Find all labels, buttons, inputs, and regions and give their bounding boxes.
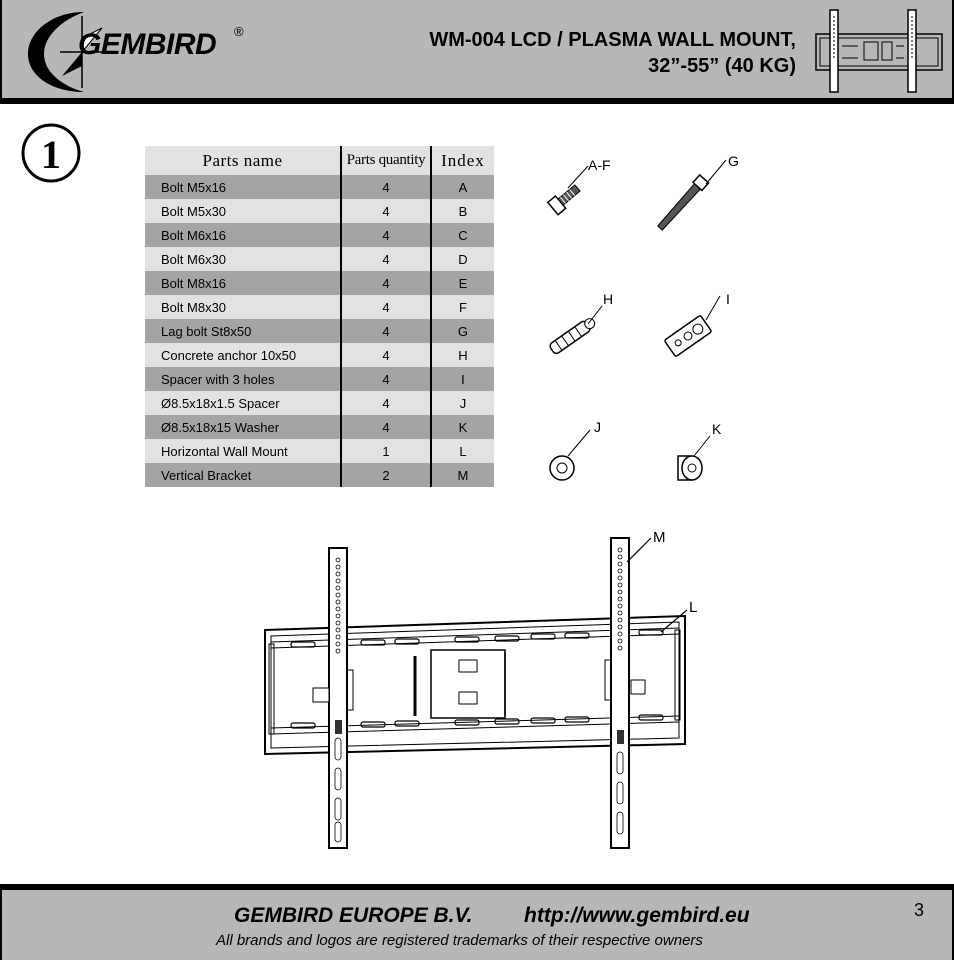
part-name: Lag bolt St8x50: [145, 319, 342, 343]
part-qty: 4: [340, 367, 432, 391]
label-af: A-F: [588, 157, 611, 173]
registered-mark: ®: [234, 24, 244, 39]
wall-mount-thumbnail-icon: [815, 9, 943, 93]
header-index: Index: [430, 146, 494, 175]
part-name: Spacer with 3 holes: [145, 367, 342, 391]
lag-bolt-g-icon: [657, 159, 727, 231]
part-index: F: [430, 295, 494, 319]
part-qty: 4: [340, 271, 432, 295]
part-index: K: [430, 415, 494, 439]
part-qty: 4: [340, 391, 432, 415]
document-title: WM-004 LCD / PLASMA WALL MOUNT, 32”-55” …: [429, 27, 796, 79]
part-name: Bolt M8x16: [145, 271, 342, 295]
page-footer: GEMBIRD EUROPE B.V. http://www.gembird.e…: [0, 884, 954, 960]
part-qty: 4: [340, 175, 432, 199]
label-g: G: [728, 153, 739, 169]
part-qty: 4: [340, 247, 432, 271]
part-name: Bolt M8x30: [145, 295, 342, 319]
header-parts-name: Parts name: [145, 146, 342, 175]
company-name: GEMBIRD EUROPE B.V.: [234, 904, 473, 927]
part-index: L: [430, 439, 494, 463]
label-h: H: [603, 291, 613, 307]
logo-text: GEMBIRD: [78, 28, 217, 61]
step-number-text: 1: [41, 132, 61, 177]
part-qty: 4: [340, 319, 432, 343]
part-name: Bolt M5x16: [145, 175, 342, 199]
gembird-logo-icon: [28, 12, 104, 92]
part-index: C: [430, 223, 494, 247]
part-qty: 2: [340, 463, 432, 487]
table-header-row: Parts name Parts quantity Index: [145, 146, 494, 175]
concrete-anchor-h-icon: [549, 305, 603, 355]
part-name: Vertical Bracket: [145, 463, 342, 487]
trademark-notice: All brands and logos are registered trad…: [216, 932, 703, 949]
bolt-af-icon: [546, 165, 589, 216]
header-parts-quantity: Parts quantity: [340, 146, 432, 175]
label-i: I: [726, 291, 730, 307]
website-link[interactable]: http://www.gembird.eu: [524, 904, 750, 927]
part-qty: 4: [340, 415, 432, 439]
part-index: M: [430, 463, 494, 487]
part-name: Ø8.5x18x1.5 Spacer: [145, 391, 342, 415]
parts-illustration: A-F G H I J: [546, 153, 739, 481]
spacer-3-holes-i-icon: [664, 295, 721, 357]
vertical-bracket-left: [312, 547, 354, 849]
spacer-j-icon: [549, 429, 591, 481]
part-name: Concrete anchor 10x50: [145, 343, 342, 367]
step-number-circle: 1: [21, 123, 81, 183]
part-qty: 4: [340, 223, 432, 247]
label-k: K: [712, 421, 722, 437]
part-qty: 1: [340, 439, 432, 463]
label-m: M: [653, 529, 666, 546]
part-qty: 4: [340, 199, 432, 223]
part-name: Horizontal Wall Mount: [145, 439, 342, 463]
part-index: B: [430, 199, 494, 223]
part-index: H: [430, 343, 494, 367]
part-index: G: [430, 319, 494, 343]
part-index: A: [430, 175, 494, 199]
title-line-1: WM-004 LCD / PLASMA WALL MOUNT,: [429, 29, 796, 51]
part-index: I: [430, 367, 494, 391]
part-index: E: [430, 271, 494, 295]
part-name: Bolt M5x30: [145, 199, 342, 223]
parts-table: Parts name Parts quantity Index Bolt M5x…: [145, 146, 494, 487]
part-name: Ø8.5x18x15 Washer: [145, 415, 342, 439]
part-index: J: [430, 391, 494, 415]
part-index: D: [430, 247, 494, 271]
washer-k-icon: [677, 435, 711, 481]
vertical-bracket-right: [604, 537, 646, 849]
wall-mount-assembly-illustration: M L: [264, 529, 697, 849]
part-name: Bolt M6x30: [145, 247, 342, 271]
label-l: L: [689, 599, 697, 616]
title-line-2: 32”-55” (40 KG): [648, 55, 796, 77]
page-header: GEMBIRD ® WM-004 LCD / PLASMA WALL MOUNT…: [0, 0, 954, 104]
part-qty: 4: [340, 295, 432, 319]
horizontal-wall-mount-l: [264, 614, 686, 756]
part-name: Bolt M6x16: [145, 223, 342, 247]
label-j: J: [594, 419, 601, 435]
part-qty: 4: [340, 343, 432, 367]
page-number: 3: [914, 900, 925, 920]
